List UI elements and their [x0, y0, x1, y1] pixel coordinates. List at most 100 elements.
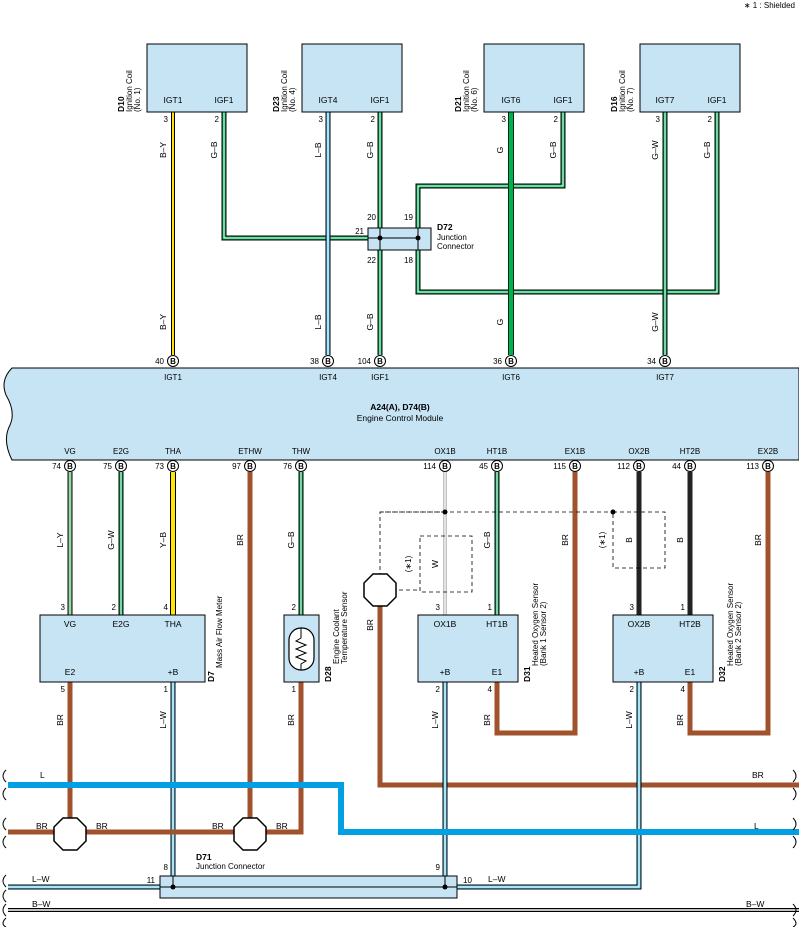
- wire-shield-ground: [377, 603, 799, 788]
- wire-label: G–B: [548, 141, 558, 158]
- svg-text:18: 18: [404, 256, 413, 265]
- svg-text:HT1B: HT1B: [486, 619, 508, 629]
- wire-label: BR: [753, 534, 763, 546]
- wire-label: BR: [675, 714, 685, 726]
- svg-text:HT1B: HT1B: [487, 447, 507, 456]
- wire-label: L–B: [313, 314, 323, 329]
- wire-igf1-d10: [221, 112, 368, 241]
- shielded-legend: ∗ 1 : Shielded: [744, 1, 795, 10]
- svg-text:D32: D32: [717, 666, 727, 682]
- svg-text:EX2B: EX2B: [758, 447, 778, 456]
- svg-text:114: 114: [423, 462, 436, 471]
- engine-control-module: A24(A), D74(B) Engine Control Module: [3, 367, 799, 461]
- svg-text:Temperature Sensor: Temperature Sensor: [340, 591, 349, 664]
- wire-label: L–W: [624, 711, 634, 728]
- ecm-code: A24(A), D74(B): [370, 402, 430, 412]
- svg-text:45: 45: [479, 462, 488, 471]
- svg-text:34: 34: [647, 357, 656, 366]
- wire-igf1-d21: [415, 112, 566, 228]
- svg-text:76: 76: [283, 462, 292, 471]
- svg-text:+B: +B: [168, 667, 179, 677]
- wire-ex1b: [494, 472, 578, 736]
- svg-text:HT2B: HT2B: [680, 447, 700, 456]
- svg-text:IGF1: IGF1: [371, 95, 390, 105]
- ecm-name: Engine Control Module: [357, 413, 444, 423]
- junction-connector-d72: 20 19 21 22 18 D72 Junction Connector: [355, 213, 474, 265]
- splice-point-1: [53, 817, 87, 851]
- svg-text:E1: E1: [492, 667, 503, 677]
- coolant-temp-sensor-d28: 2 1 D28 Engine Coolant Temperature Senso…: [283, 591, 349, 694]
- wire-label: B–W: [746, 899, 764, 909]
- svg-text:E2G: E2G: [113, 447, 129, 456]
- svg-text:Ignition Coil: Ignition Coil: [618, 70, 627, 112]
- wire-label: BR: [96, 821, 108, 831]
- svg-text:B: B: [765, 462, 771, 471]
- wire-d28-ground: [270, 682, 304, 835]
- svg-text:5: 5: [61, 685, 66, 694]
- junction-connector-d71: 8 9 11 10 D71 Junction Connector: [147, 852, 472, 899]
- svg-text:4: 4: [488, 685, 493, 694]
- svg-text:1: 1: [292, 685, 297, 694]
- mass-air-flow-meter-d7: VG E2G THA E2 +B 3 2 4 5 1 D7 Mass Air F…: [39, 595, 224, 694]
- svg-text:3: 3: [61, 603, 66, 612]
- svg-text:2: 2: [292, 603, 297, 612]
- svg-text:(Bank 1 Sensor 2): (Bank 1 Sensor 2): [539, 601, 548, 666]
- svg-text:THA: THA: [165, 447, 182, 456]
- svg-text:112: 112: [617, 462, 630, 471]
- svg-text:D10: D10: [116, 96, 126, 112]
- svg-text:2: 2: [371, 115, 376, 124]
- svg-text:EX1B: EX1B: [565, 447, 585, 456]
- wire-label: L: [754, 821, 759, 831]
- svg-text:D16: D16: [609, 96, 619, 112]
- svg-text:IGF1: IGF1: [215, 95, 234, 105]
- svg-text:B: B: [377, 357, 383, 366]
- svg-text:VG: VG: [64, 619, 76, 629]
- svg-text:3: 3: [319, 115, 324, 124]
- svg-text:22: 22: [367, 256, 376, 265]
- svg-text:B: B: [298, 462, 304, 471]
- wire-label: BR: [752, 770, 764, 780]
- svg-text:D21: D21: [453, 96, 463, 112]
- svg-text:21: 21: [355, 227, 364, 236]
- svg-text:IGT1: IGT1: [164, 95, 183, 105]
- wire-label: BR: [276, 821, 288, 831]
- svg-text:E1: E1: [685, 667, 696, 677]
- svg-text:Connector: Connector: [437, 242, 474, 251]
- wire-label: G: [495, 147, 505, 154]
- svg-text:115: 115: [553, 462, 566, 471]
- svg-text:IGT4: IGT4: [319, 373, 337, 382]
- wire-label: G–B: [286, 531, 296, 548]
- svg-text:2: 2: [112, 603, 117, 612]
- wire-label: L–B: [313, 142, 323, 157]
- svg-text:40: 40: [155, 357, 164, 366]
- ignition-coil-d21: IGT6 IGF1 3 2 D21 Ignition Coil (No. 6): [453, 43, 585, 124]
- svg-text:3: 3: [164, 115, 169, 124]
- ecm-bottom-pins: B 74 VG B 75 E2G B 73 THA B 97 ETHW B 76…: [52, 447, 778, 472]
- svg-text:2: 2: [436, 685, 441, 694]
- svg-text:11: 11: [147, 876, 156, 885]
- svg-text:IGT6: IGT6: [502, 95, 521, 105]
- svg-text:44: 44: [672, 462, 681, 471]
- svg-text:E2G: E2G: [112, 619, 129, 629]
- svg-text:D31: D31: [522, 666, 532, 682]
- wire-label: Y–B: [158, 532, 168, 548]
- svg-text:THW: THW: [292, 447, 311, 456]
- svg-text:38: 38: [310, 357, 319, 366]
- wire-label: L–W: [158, 711, 168, 728]
- svg-text:IGT6: IGT6: [502, 373, 520, 382]
- svg-text:(No. 1): (No. 1): [133, 87, 142, 112]
- svg-text:+B: +B: [634, 667, 645, 677]
- svg-text:D71: D71: [196, 852, 212, 862]
- wire-label: G–B: [365, 313, 375, 330]
- svg-text:B: B: [170, 462, 176, 471]
- svg-text:B: B: [325, 357, 331, 366]
- wire-label: G–W: [650, 140, 660, 159]
- svg-text:Ignition Coil: Ignition Coil: [280, 70, 289, 112]
- wire-label: L: [40, 770, 45, 780]
- svg-text:1: 1: [681, 603, 686, 612]
- svg-text:73: 73: [155, 462, 164, 471]
- svg-text:B: B: [118, 462, 124, 471]
- svg-text:20: 20: [367, 213, 376, 222]
- wire-label: B–W: [32, 899, 50, 909]
